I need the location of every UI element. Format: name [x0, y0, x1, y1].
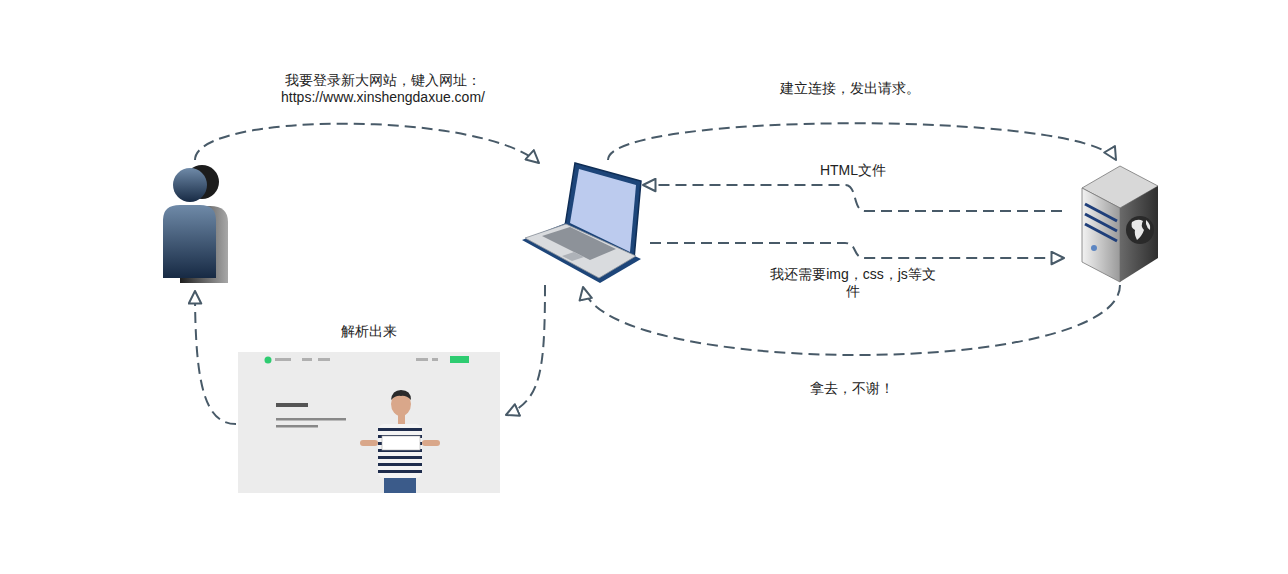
edge-label: 建立连接，发出请求。 [770, 80, 930, 97]
server-node [1080, 160, 1160, 285]
screenshot-node: 解析出来 [238, 320, 500, 493]
dashed-arrow [506, 285, 545, 415]
dashed-arrow [195, 124, 539, 163]
dashed-arrow [643, 185, 1062, 211]
edge-label: 我还需要img，css，js等文件 [767, 266, 939, 300]
laptop-node [520, 160, 645, 285]
laptop-icon [520, 160, 645, 285]
person-icon [160, 160, 230, 285]
edge-label: 拿去，不谢！ [792, 380, 912, 397]
server-icon [1080, 160, 1160, 285]
edge-label: HTML文件 [803, 162, 903, 179]
person-node [160, 160, 230, 285]
dashed-arrow [195, 291, 236, 424]
edge-label: 我要登录新大网站，键入网址： https://www.xinshengdaxue… [261, 72, 505, 106]
node-heading: 解析出来 [238, 322, 500, 340]
dashed-arrow [650, 243, 1064, 258]
dashed-arrow [608, 123, 1116, 160]
webpage-screenshot [238, 352, 500, 493]
